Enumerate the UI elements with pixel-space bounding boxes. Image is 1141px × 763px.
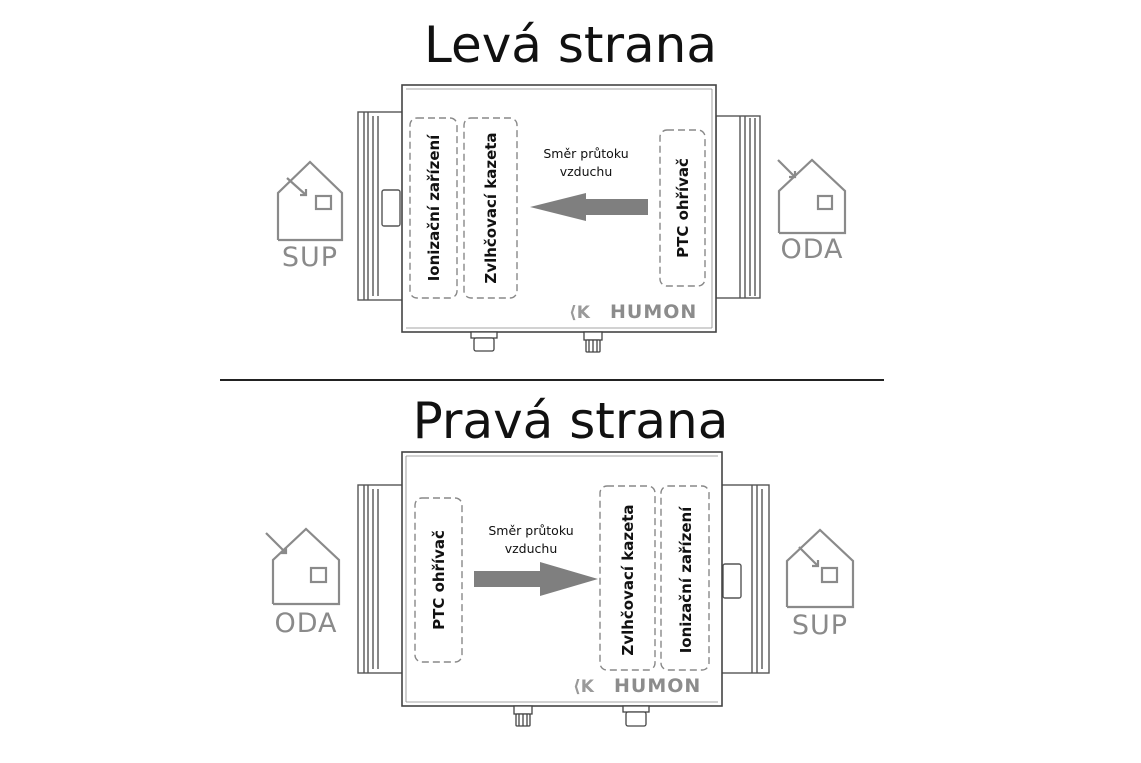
humidifier-label: Zvlhčovací kazeta bbox=[619, 504, 637, 655]
ionizer-cartridge bbox=[409, 117, 458, 299]
duct-collar-left bbox=[357, 484, 405, 674]
ptc-heater-label: PTC ohřívač bbox=[674, 158, 692, 258]
brand-logo: ⟨K HUMON bbox=[569, 301, 697, 323]
brand-name: HUMON bbox=[614, 675, 701, 697]
ionizer-label: Ionizační zařízení bbox=[677, 506, 695, 653]
humidifier-cartridge bbox=[599, 485, 656, 671]
humidifier-cartridge bbox=[463, 117, 518, 299]
brand-logo: ⟨K HUMON bbox=[573, 675, 701, 697]
duct-collar-right bbox=[715, 115, 761, 299]
flow-text-line1: Směr průtoku bbox=[488, 523, 573, 538]
flow-text-line2: vzduchu bbox=[505, 541, 558, 556]
cable-gland bbox=[583, 331, 603, 353]
flow-text-line2: vzduchu bbox=[560, 164, 613, 179]
ptc-heater-label: PTC ohřívač bbox=[430, 530, 448, 630]
supply-house-label: SUP bbox=[792, 610, 848, 641]
cable-gland bbox=[513, 705, 533, 727]
outdoor-house-label: ODA bbox=[780, 234, 843, 265]
supply-house-icon bbox=[276, 160, 344, 242]
section-divider bbox=[220, 379, 884, 381]
flow-text-line1: Směr průtoku bbox=[543, 146, 628, 161]
humidifier-label: Zvlhčovací kazeta bbox=[482, 132, 500, 283]
title-right-side: Pravá strana bbox=[412, 392, 729, 450]
outdoor-house-icon bbox=[777, 158, 847, 235]
brand-name: HUMON bbox=[610, 301, 697, 323]
supply-house-icon bbox=[785, 528, 855, 609]
ionizer-label: Ionizační zařízení bbox=[425, 134, 443, 281]
title-left-side: Levá strana bbox=[423, 16, 718, 74]
duct-collar-right bbox=[720, 484, 770, 674]
unit-left-side: Ionizační zařízení Zvlhčovací kazeta PTC… bbox=[276, 84, 847, 353]
bottom-port-left bbox=[470, 331, 498, 352]
supply-house-label: SUP bbox=[282, 242, 338, 273]
duct-collar-left bbox=[357, 111, 405, 301]
ionizer-cartridge bbox=[660, 485, 710, 671]
ptc-heater-box bbox=[659, 129, 706, 287]
airflow-arrow-left bbox=[530, 193, 648, 221]
outdoor-house-label: ODA bbox=[274, 608, 337, 639]
outdoor-house-icon bbox=[265, 527, 341, 606]
unit-right-side: PTC ohřívač Zvlhčovací kazeta Ionizační … bbox=[265, 451, 855, 727]
ptc-heater-box bbox=[414, 497, 463, 663]
bottom-port-right bbox=[622, 705, 650, 727]
brand-mark-icon: ⟨K bbox=[573, 677, 595, 697]
airflow-arrow-right bbox=[474, 562, 598, 596]
brand-mark-icon: ⟨K bbox=[569, 303, 591, 323]
